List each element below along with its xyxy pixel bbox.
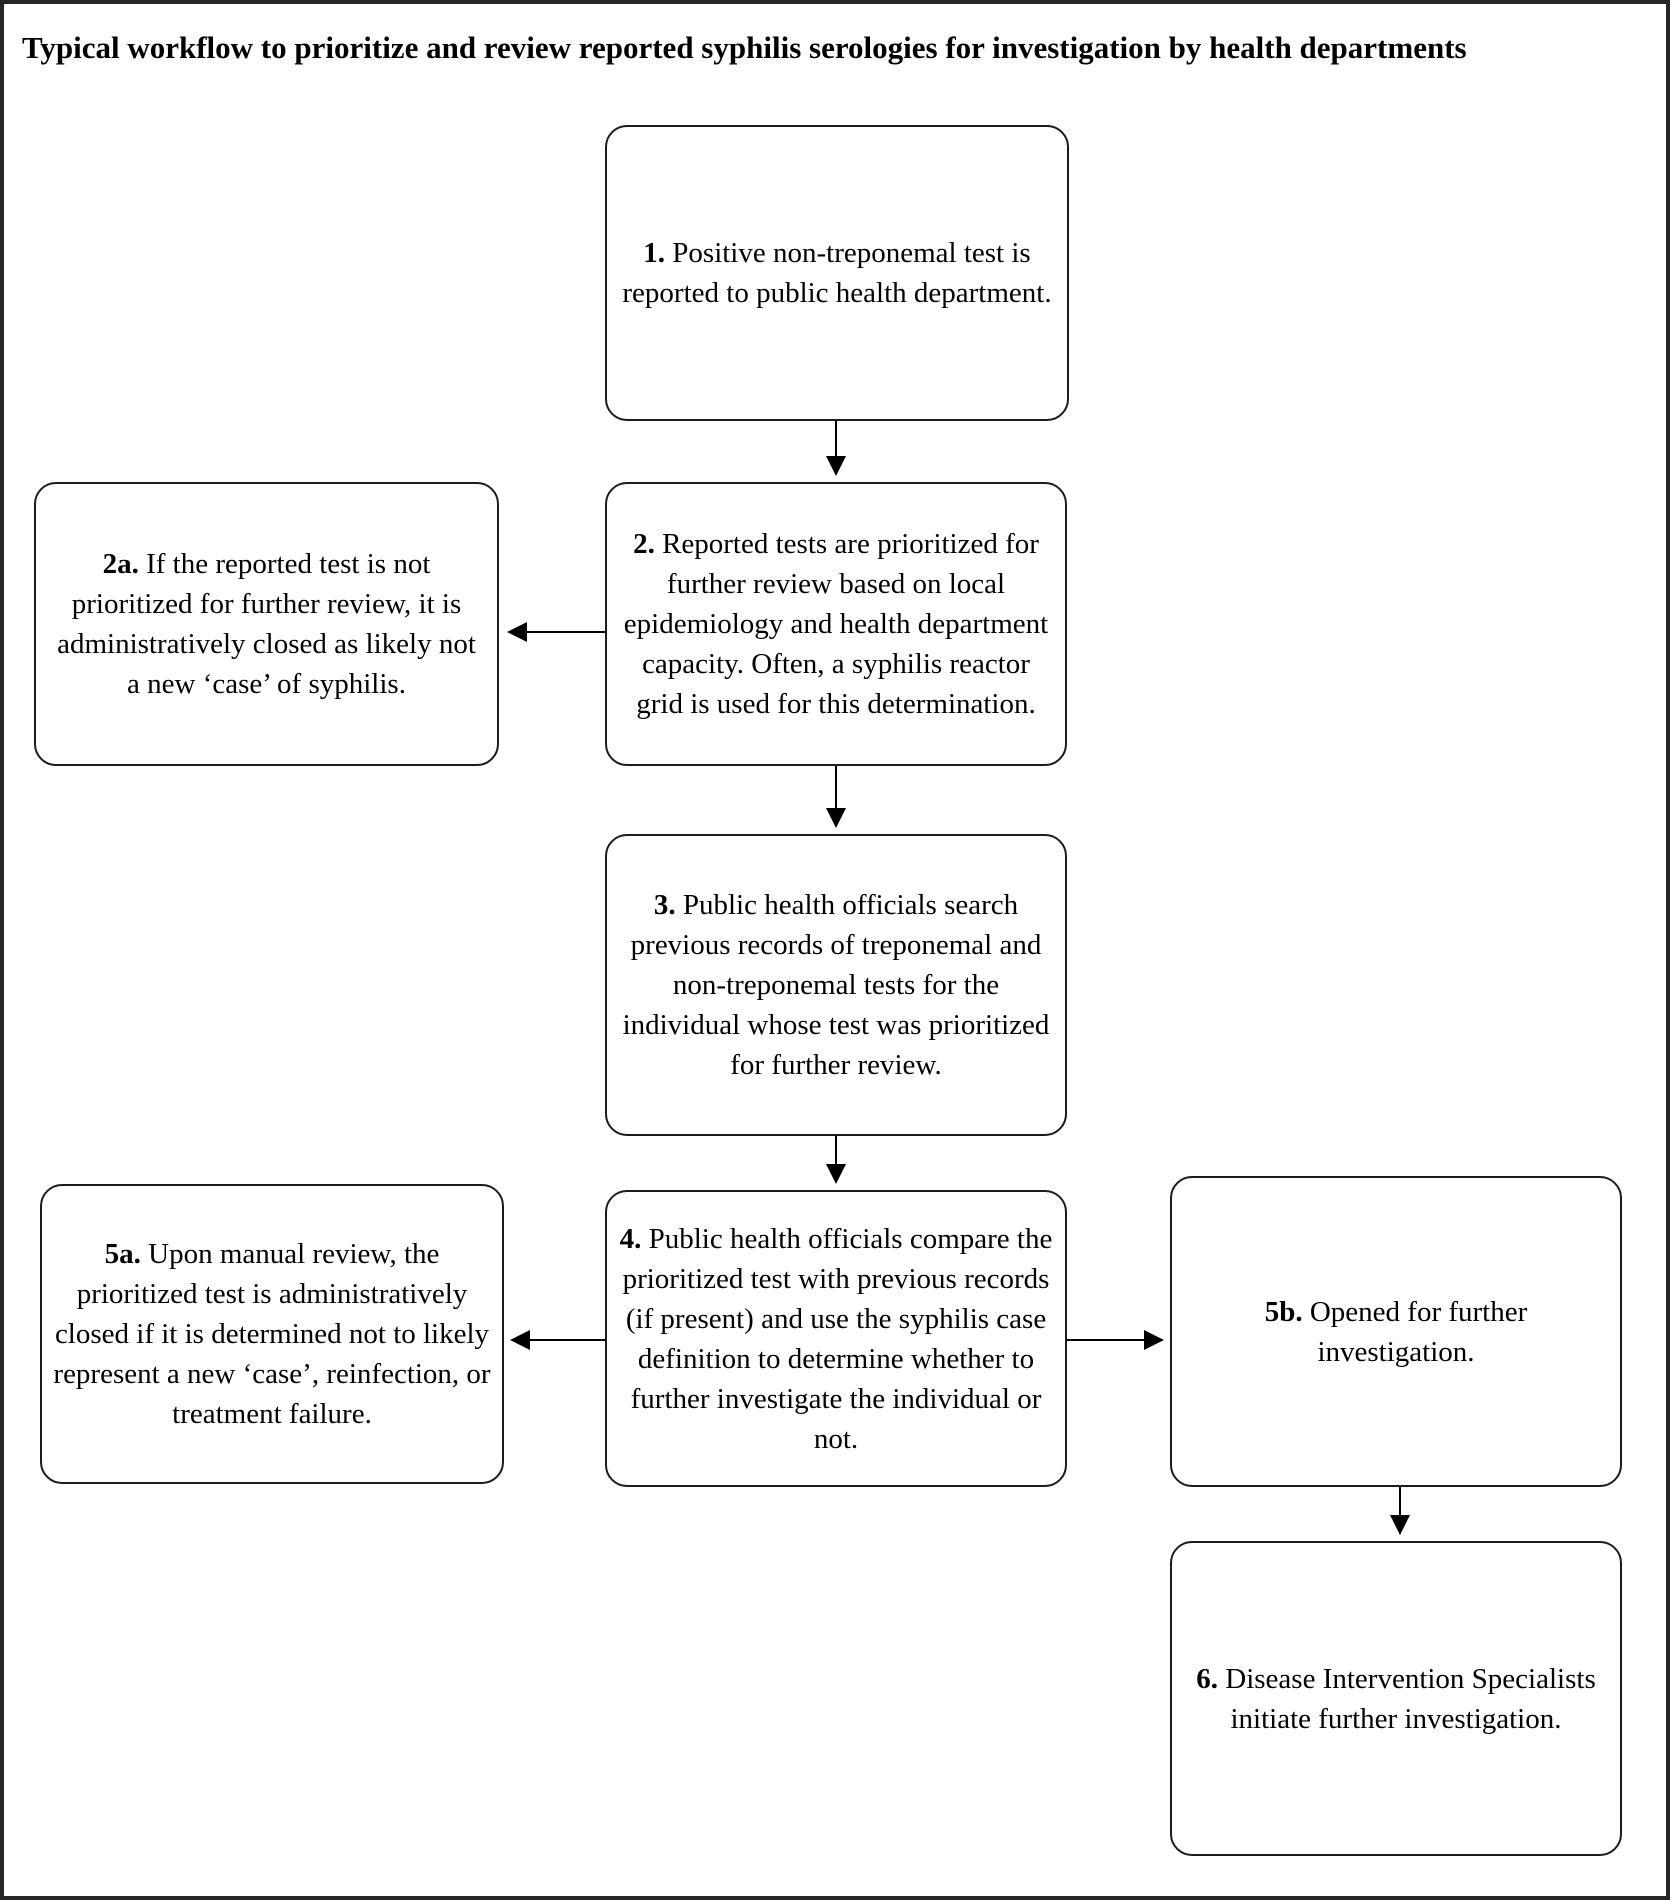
flow-box-step-5b: 5b. Opened for further investigation. [1170, 1176, 1622, 1487]
step-6-paragraph: 6. Disease Intervention Specialists init… [1186, 1659, 1606, 1739]
step-5b-text: Opened for further investigation. [1309, 1295, 1528, 1368]
step-2-paragraph: 2. Reported tests are prioritized for fu… [617, 524, 1055, 724]
step-4-paragraph: 4. Public health officials compare the p… [617, 1219, 1055, 1459]
step-5b-paragraph: 5b. Opened for further investigation. [1186, 1292, 1606, 1372]
diagram-title: Typical workflow to prioritize and revie… [22, 30, 1467, 65]
step-2-text: Reported tests are prioritized for furth… [623, 528, 1049, 720]
step-2-number: 2. [633, 528, 655, 560]
flow-box-step-6: 6. Disease Intervention Specialists init… [1170, 1541, 1622, 1856]
step-2a-number: 2a. [102, 548, 139, 580]
step-5b-number: 5b. [1264, 1295, 1303, 1328]
flow-box-step-1: 1. Positive non-treponemal test is repor… [605, 125, 1069, 421]
step-4-text: Public health officials compare the prio… [622, 1222, 1053, 1455]
step-3-number: 3. [653, 889, 676, 921]
step-3-paragraph: 3. Public health officials search previo… [621, 885, 1051, 1085]
step-2a-text: If the reported test is not prioritized … [57, 548, 476, 700]
step-4-number: 4. [619, 1222, 642, 1255]
step-1-text: Positive non-treponemal test is reported… [622, 237, 1052, 309]
step-1-number: 1. [643, 237, 666, 269]
step-1-paragraph: 1. Positive non-treponemal test is repor… [621, 233, 1053, 313]
step-5a-text: Upon manual review, the prioritized test… [53, 1238, 491, 1430]
step-5a-paragraph: 5a. Upon manual review, the prioritized … [52, 1234, 492, 1434]
step-6-number: 6. [1196, 1662, 1219, 1695]
flow-box-step-5a: 5a. Upon manual review, the prioritized … [40, 1184, 504, 1484]
flow-box-step-2a: 2a. If the reported test is not prioriti… [34, 482, 499, 766]
step-2a-paragraph: 2a. If the reported test is not prioriti… [50, 544, 483, 704]
flow-box-step-4: 4. Public health officials compare the p… [605, 1190, 1067, 1487]
flow-box-step-3: 3. Public health officials search previo… [605, 834, 1067, 1136]
flow-box-step-2: 2. Reported tests are prioritized for fu… [605, 482, 1067, 766]
step-6-text: Disease Intervention Specialists initiat… [1225, 1662, 1596, 1735]
step-3-text: Public health officials search previous … [622, 889, 1050, 1081]
step-5a-number: 5a. [104, 1238, 141, 1270]
